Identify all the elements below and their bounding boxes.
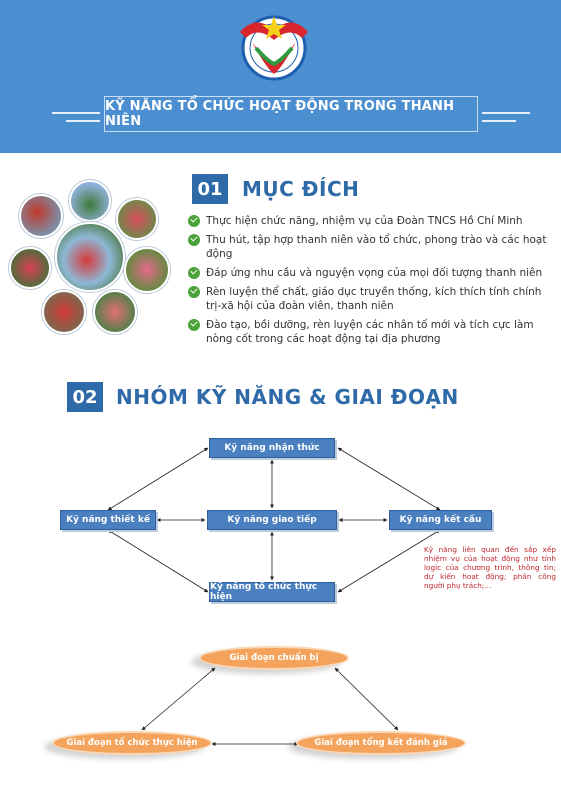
skill-communication: Kỹ năng giao tiếp [207,510,337,530]
banner-line-right-1 [482,112,530,114]
check-icon [188,267,200,279]
skill-structure: Kỹ năng kết cấu [389,510,492,530]
section1-number: 01 [192,174,228,204]
banner-line-left-1 [52,112,100,114]
purpose-item: Thu hút, tập hợp thanh niên vào tổ chức,… [188,233,554,261]
youth-union-emblem-icon [240,15,308,81]
structure-skill-note: Kỹ năng liên quan đến sắp xếp nhiệm vụ c… [424,545,556,590]
purpose-item: Đáp ứng nhu cầu và nguyện vọng của mọi đ… [188,266,554,280]
purpose-item: Rèn luyện thể chất, giáo dục truyền thốn… [188,285,554,313]
purpose-list: Thực hiện chức năng, nhiệm vụ của Đoàn T… [188,214,554,351]
check-icon [188,286,200,298]
check-icon [188,319,200,331]
stage-implementation: Giai đoạn tổ chức thực hiện [52,731,212,755]
photo-4 [9,247,51,289]
photo-7 [42,290,86,334]
stage-preparation: Giai đoạn chuẩn bị [199,646,349,670]
purpose-item: Thực hiện chức năng, nhiệm vụ của Đoàn T… [188,214,554,228]
page-title-banner: KỸ NĂNG TỔ CHỨC HOẠT ĐỘNG TRONG THANH NI… [104,96,478,132]
photo-1 [19,194,63,238]
skill-design: Kỹ năng thiết kế [60,510,156,530]
skill-awareness: Kỹ năng nhận thức [209,438,335,458]
banner-line-left-2 [66,120,100,122]
photo-6 [124,247,170,293]
photo-2 [69,180,111,222]
section2-number: 02 [67,382,103,412]
check-icon [188,215,200,227]
skill-implementation: Kỹ năng tổ chức thực hiện [209,582,335,602]
banner-line-right-2 [482,120,516,122]
check-icon [188,234,200,246]
photo-3 [116,198,158,240]
photo-8 [93,290,137,334]
purpose-item: Đào tạo, bồi dưỡng, rèn luyện các nhân t… [188,318,554,346]
section1-title: MỤC ĐÍCH [242,177,360,201]
header-banner: KỸ NĂNG TỔ CHỨC HOẠT ĐỘNG TRONG THANH NI… [0,0,561,153]
section2-title: NHÓM KỸ NĂNG & GIAI ĐOẠN [116,385,459,409]
page-title: KỸ NĂNG TỔ CHỨC HOẠT ĐỘNG TRONG THANH NI… [105,99,455,129]
stage-evaluation: Giai đoạn tổng kết đánh giá [296,731,466,755]
photo-5 [55,222,125,292]
